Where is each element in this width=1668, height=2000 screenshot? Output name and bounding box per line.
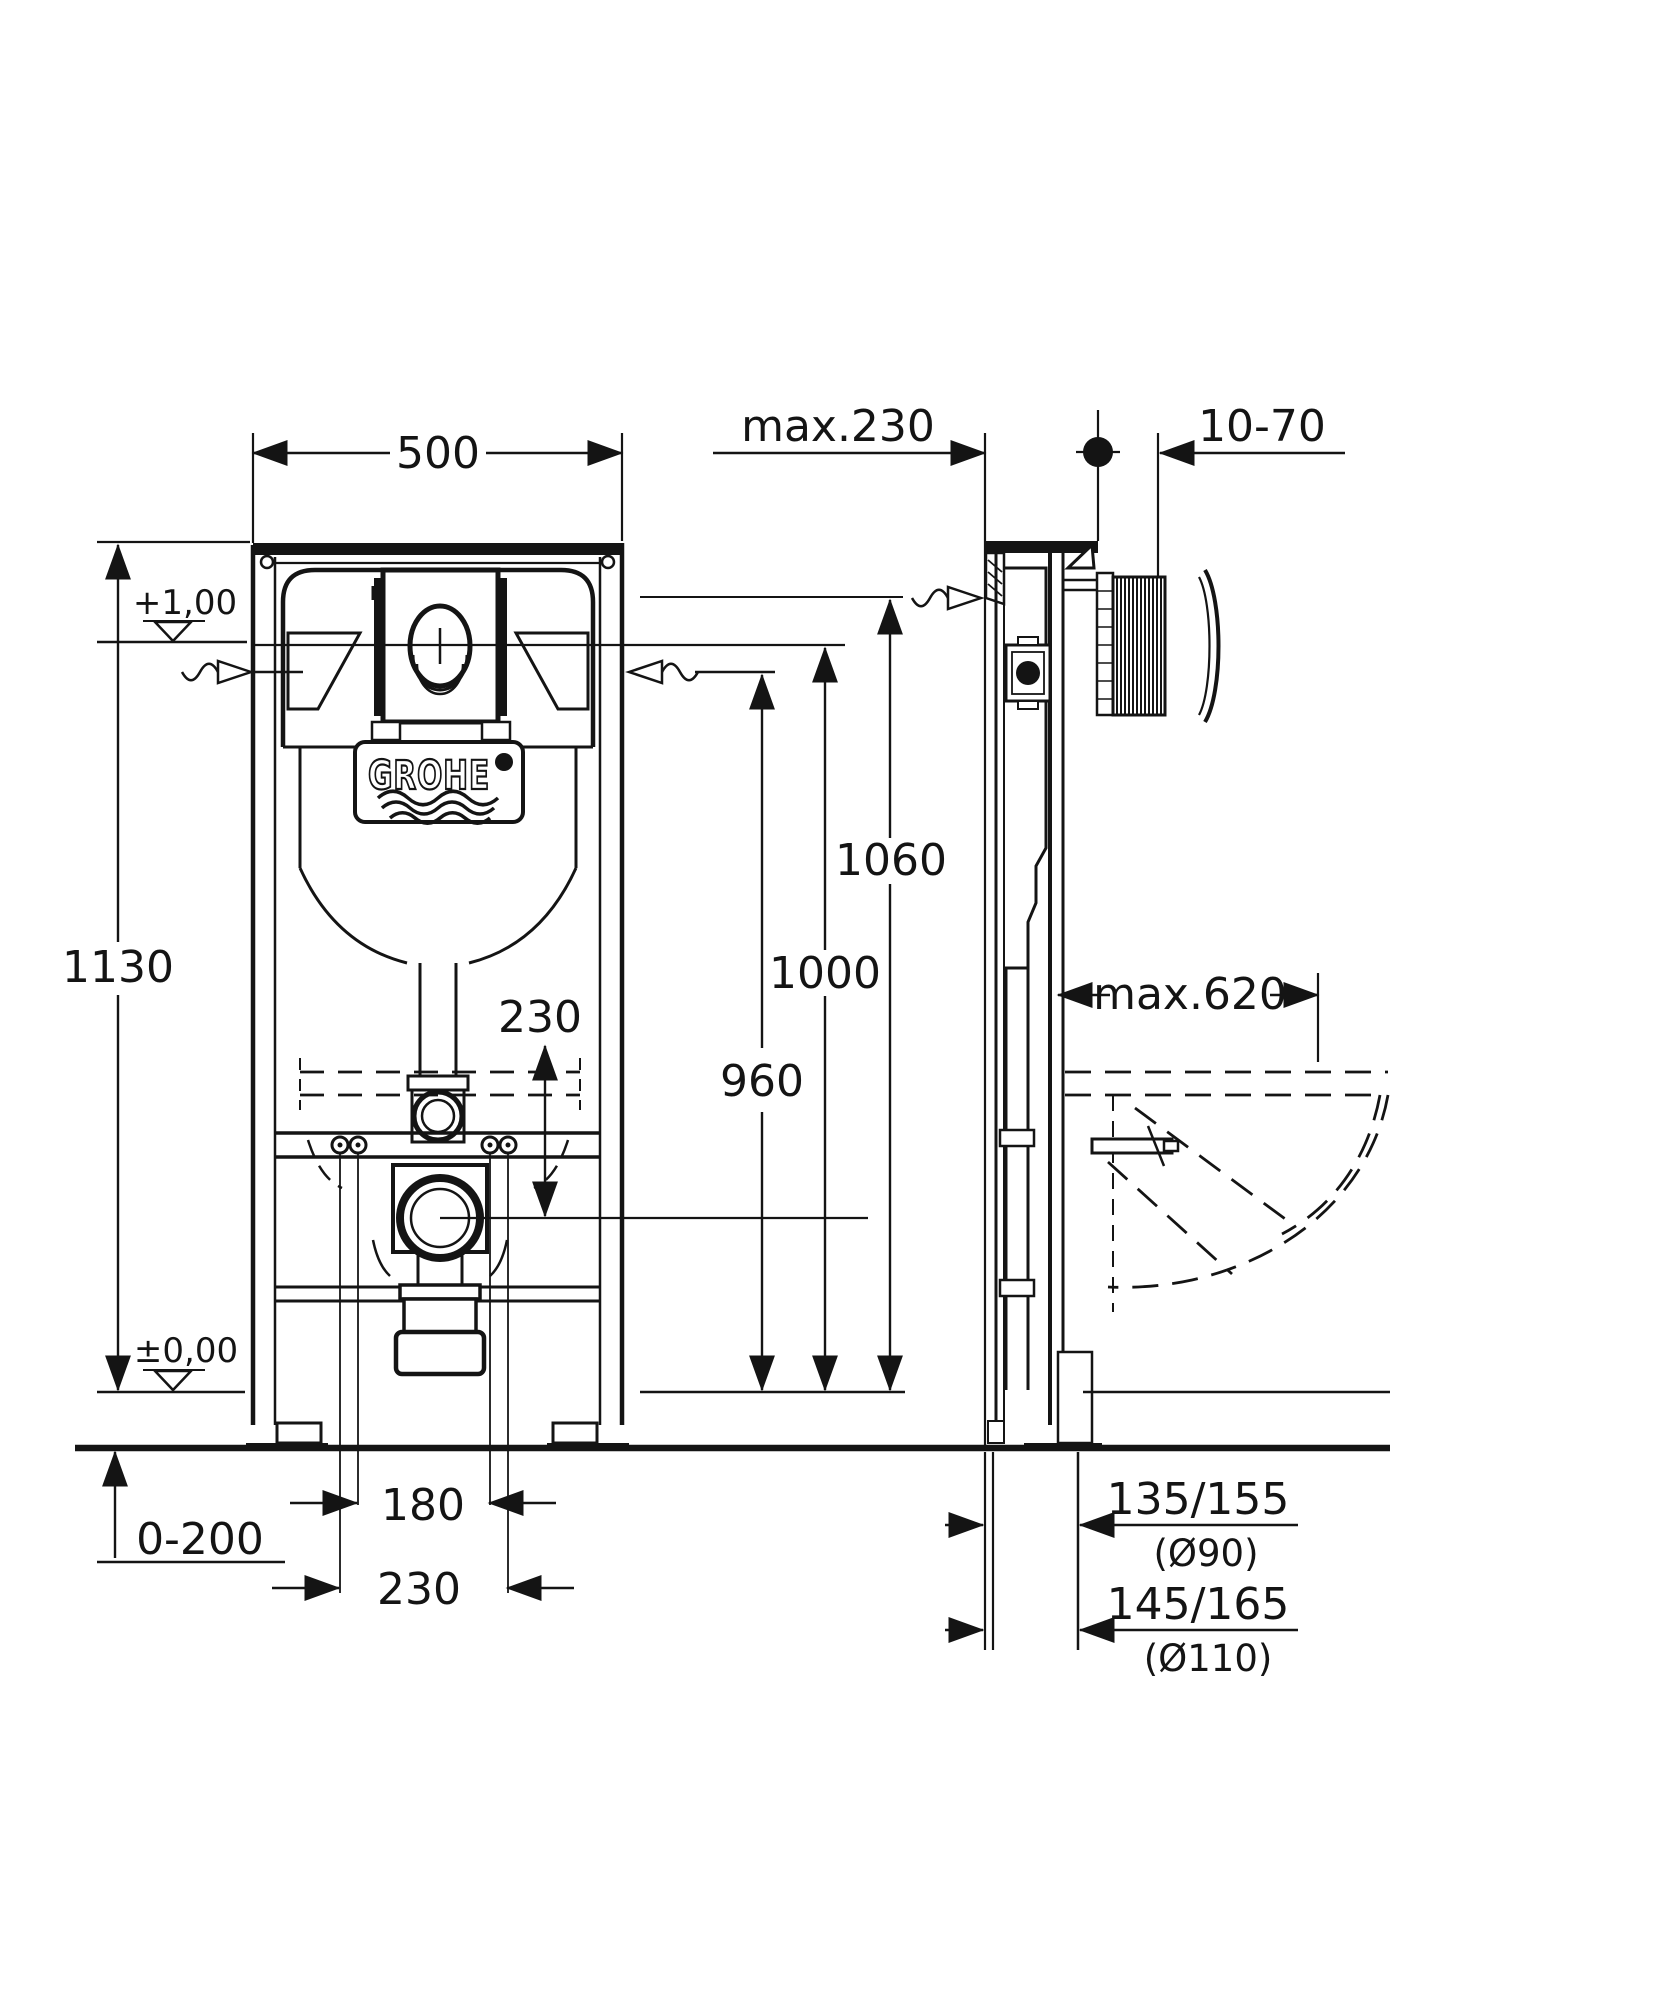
supply-connection-box (1004, 636, 1052, 710)
wall-offset-label: max.230 (741, 401, 935, 452)
level-marker-plus100: +1,00 (133, 583, 237, 643)
height-1060-label: 1060 (835, 835, 947, 886)
level-zero-label: ±0,00 (134, 1331, 238, 1371)
corner-screw-icon (259, 554, 275, 570)
outlet-dia-90-label: (Ø90) (1153, 1532, 1258, 1575)
pan-depth-label: max.620 (1093, 969, 1287, 1020)
height-960-label: 960 (720, 1056, 804, 1107)
stud-outer-label: 230 (377, 1564, 461, 1615)
wc-pan-dashed (1065, 1070, 1390, 1312)
logo-wave-icon (388, 811, 492, 825)
pipe-break-icon-side (910, 585, 985, 611)
frame-posts (250, 543, 625, 1425)
outlet-dia-110-label: (Ø110) (1144, 1637, 1273, 1680)
outlet-height-label: 230 (498, 992, 582, 1043)
flush-plate-profile (1203, 568, 1221, 724)
level-plus-label: +1,00 (133, 583, 237, 623)
pipe-break-icon-left (180, 659, 303, 685)
outlet-offset-110-label: 145/165 (1107, 1579, 1290, 1630)
logo-wave-icon (380, 800, 496, 816)
side-frame (984, 541, 1098, 1425)
flush-bend (406, 963, 470, 1144)
flush-valve (513, 631, 590, 711)
stud-inner-label: 180 (381, 1480, 465, 1531)
fill-valve (286, 631, 363, 711)
level-marker-icon (152, 620, 194, 643)
actuator-sleeve (1063, 541, 1221, 724)
fixing-stud (1090, 1125, 1180, 1167)
frame-height-label: 1130 (62, 942, 174, 993)
foot-adjust-label: 0-200 (136, 1514, 264, 1565)
supply-point-icon (1076, 410, 1120, 541)
outlet-offset-90-label: 135/155 (1107, 1474, 1290, 1525)
drain-connection (371, 1163, 509, 1377)
front-view: GROHE (97, 433, 905, 1593)
pipe-break-icon-right (625, 659, 775, 685)
plate-depth-label: 10-70 (1198, 401, 1326, 452)
brand-logo: GROHE (353, 740, 525, 825)
corner-screw-icon (600, 554, 616, 570)
side-view (983, 410, 1390, 1650)
height-1000-label: 1000 (769, 948, 881, 999)
logo-dot-icon (495, 753, 513, 771)
logo-wave-icon (376, 789, 500, 807)
level-marker-icon (152, 1369, 194, 1392)
level-marker-zero: ±0,00 (134, 1331, 238, 1392)
flush-plate (370, 567, 512, 742)
dimensions (102, 440, 1345, 1643)
frame-width-label: 500 (396, 428, 480, 479)
